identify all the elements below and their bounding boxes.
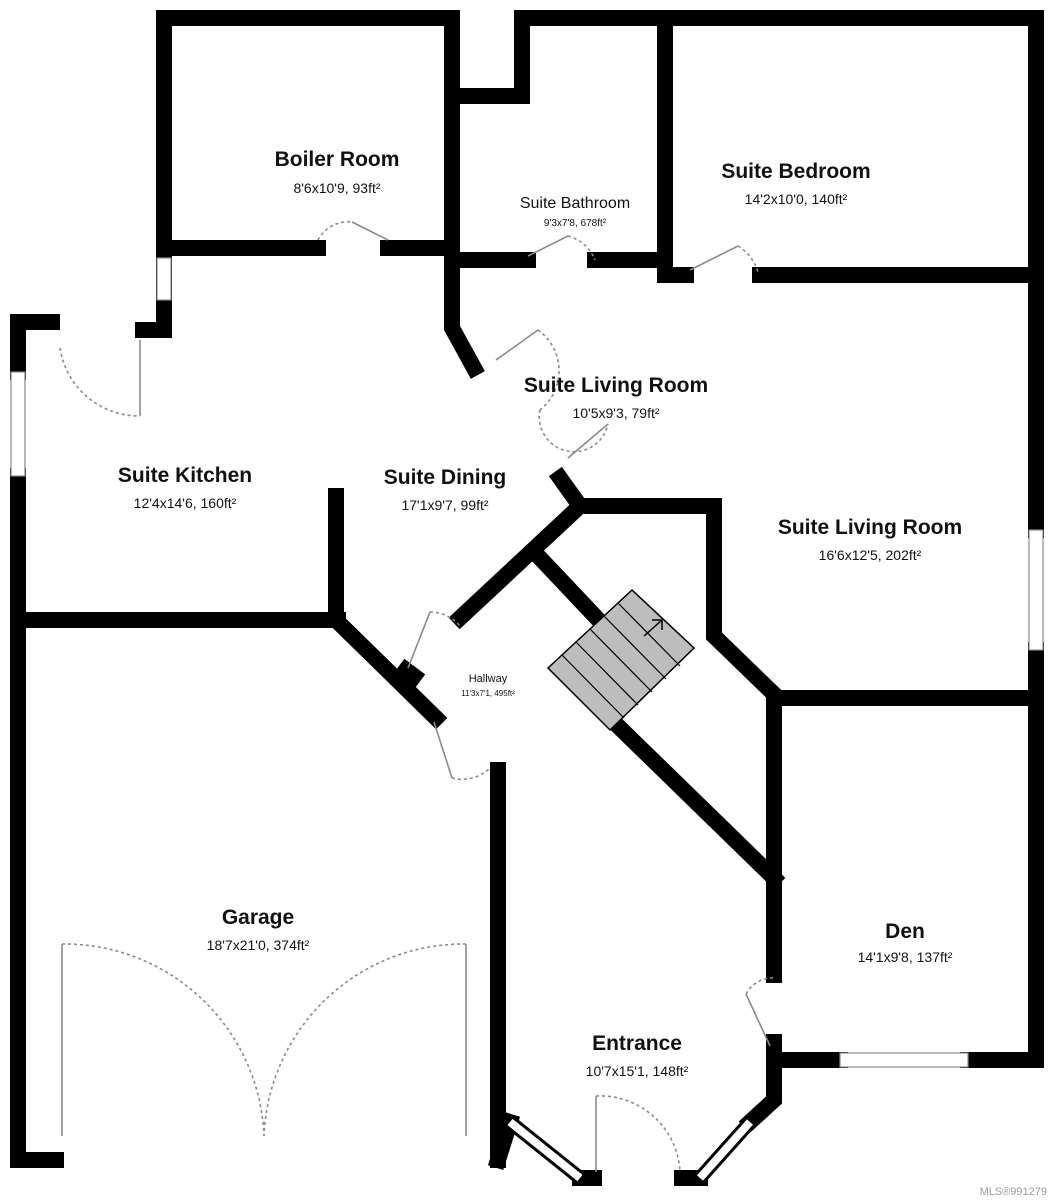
room-dims-boiler-room: 8'6x10'9, 93ft²	[293, 180, 380, 196]
room-dims-hallway: 11'3x7'1, 495ft²	[461, 689, 515, 698]
room-dims-suite-bathroom: 9'3x7'8, 678ft²	[544, 218, 607, 229]
door-hallway-dining	[407, 611, 461, 669]
doors	[59, 220, 775, 1173]
room-name-den: Den	[885, 920, 925, 943]
room-dims-suite-kitchen: 12'4x14'6, 160ft²	[134, 495, 237, 511]
door-suite-bathroom	[527, 235, 596, 261]
room-dims-suite-living-room-small: 10'5x9'3, 79ft²	[572, 405, 659, 421]
room-dims-den: 14'1x9'8, 137ft²	[858, 949, 953, 965]
room-name-suite-bedroom: Suite Bedroom	[721, 160, 870, 183]
room-name-suite-bathroom: Suite Bathroom	[520, 195, 630, 212]
room-name-suite-dining: Suite Dining	[384, 466, 507, 489]
room-name-boiler-room: Boiler Room	[275, 148, 400, 171]
room-dims-suite-dining: 17'1x9'7, 99ft²	[401, 497, 488, 513]
room-dims-garage: 18'7x21'0, 374ft²	[207, 937, 310, 953]
walls	[10, 10, 1044, 1186]
room-name-garage: Garage	[222, 906, 294, 929]
room-name-suite-living-room-small: Suite Living Room	[524, 374, 708, 397]
stairs	[546, 588, 696, 732]
bay-windows	[505, 1116, 756, 1184]
room-labels: Boiler Room 8'6x10'9, 93ft² Suite Bathro…	[118, 148, 962, 1079]
room-name-suite-kitchen: Suite Kitchen	[118, 464, 252, 487]
mls-watermark: MLS®991279	[979, 1186, 1047, 1198]
door-suite-living-room	[495, 329, 609, 459]
room-name-entrance: Entrance	[592, 1032, 682, 1055]
room-dims-suite-bedroom: 14'2x10'0, 140ft²	[745, 191, 848, 207]
door-suite-kitchen-exterior	[59, 340, 141, 417]
door-suite-bedroom	[689, 245, 759, 273]
room-dims-suite-living-room-large: 16'6x12'5, 202ft²	[819, 547, 922, 563]
room-name-hallway: Hallway	[469, 673, 508, 685]
room-name-suite-living-room-large: Suite Living Room	[778, 516, 962, 539]
door-garage-double	[61, 943, 467, 1137]
door-entrance	[595, 1095, 681, 1173]
door-den	[745, 977, 775, 1047]
room-dims-entrance: 10'7x15'1, 148ft²	[586, 1063, 689, 1079]
windows	[10, 257, 1044, 1068]
door-garage-hallway	[433, 721, 491, 781]
door-boiler-room	[317, 220, 389, 241]
stair-direction-arrow-icon	[643, 619, 663, 637]
